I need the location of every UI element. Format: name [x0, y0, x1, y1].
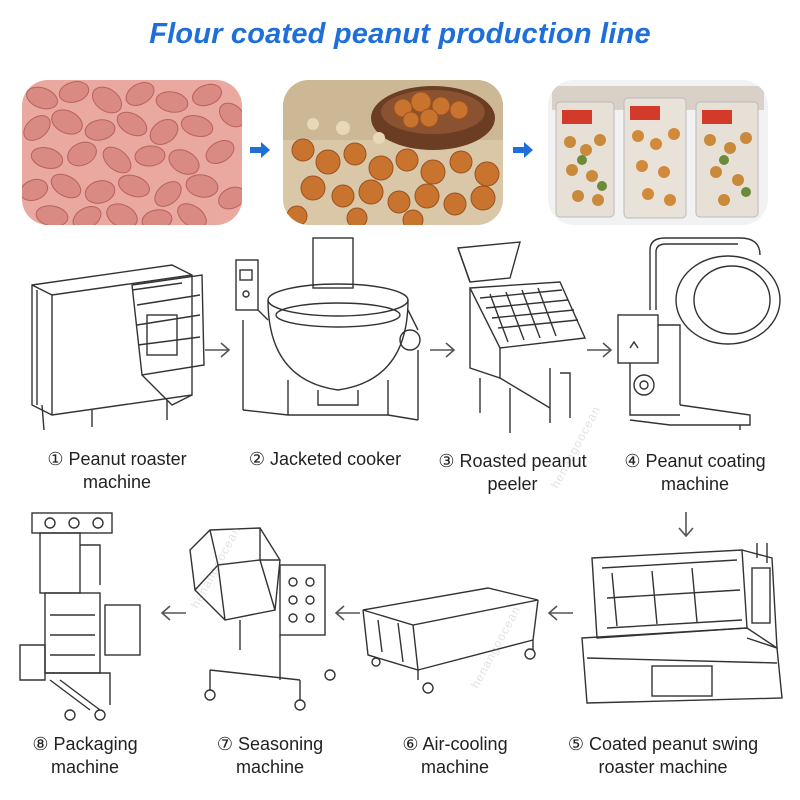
arrow-right-blue-icon [513, 142, 533, 158]
arrow-left-icon [160, 605, 186, 621]
packaging-machine-drawing [19, 512, 141, 721]
jacketed-cooker-drawing [235, 237, 421, 421]
swing-roaster-machine-drawing [581, 543, 783, 704]
arrow-left-icon [547, 605, 573, 621]
arrow-down-icon [678, 512, 694, 538]
arrow-right-icon [430, 342, 456, 358]
peanut-peeler-drawing [457, 241, 587, 433]
arrow-right-icon [205, 342, 231, 358]
seasoning-machine-drawing [189, 527, 336, 711]
peanut-coating-machine-drawing [617, 237, 781, 430]
raw-peanuts-photo [22, 80, 242, 225]
diagram-title: Flour coated peanut production line [149, 18, 651, 50]
arrow-left-icon [334, 605, 360, 621]
arrow-right-blue-icon [250, 142, 270, 158]
packaged-peanuts-photo [548, 80, 768, 225]
arrow-right-icon [587, 342, 613, 358]
coated-peanuts-photo [283, 80, 503, 225]
step-2-label: ② Jacketed cooker [248, 449, 402, 469]
air-cooling-machine-drawing [362, 587, 539, 694]
peanut-roaster-machine-drawing [31, 264, 205, 430]
